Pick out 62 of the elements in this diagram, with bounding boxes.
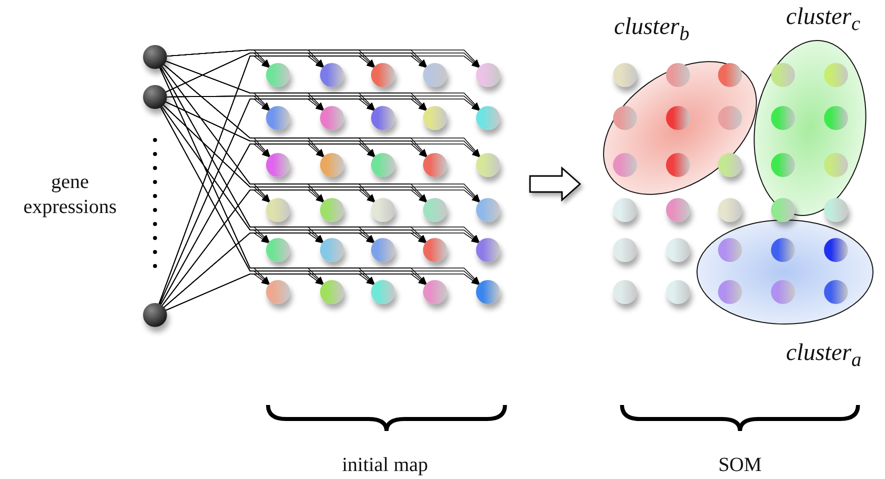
som-neuron bbox=[613, 280, 637, 304]
arrow bbox=[166, 102, 480, 157]
som-neuron bbox=[666, 198, 690, 222]
arrow bbox=[166, 60, 480, 110]
arrow bbox=[162, 106, 480, 243]
map-neuron bbox=[423, 106, 447, 130]
map-neuron bbox=[476, 198, 500, 222]
map-neuron bbox=[371, 238, 395, 262]
arrow bbox=[166, 274, 479, 311]
arrow bbox=[164, 64, 480, 156]
map-neuron bbox=[423, 238, 447, 262]
som-neuron bbox=[824, 198, 848, 222]
cluster-label: cluster$_{a}$ bbox=[786, 340, 862, 372]
map-neuron bbox=[476, 63, 500, 87]
map-neuron bbox=[266, 106, 290, 130]
som-neuron bbox=[718, 153, 742, 177]
arrow bbox=[166, 96, 480, 110]
map-neuron bbox=[320, 238, 344, 262]
map-neuron bbox=[320, 198, 344, 222]
som-neuron bbox=[613, 238, 637, 262]
map-neuron bbox=[371, 153, 395, 177]
map-neuron bbox=[476, 238, 500, 262]
som-neuron bbox=[613, 63, 637, 87]
som-neuron bbox=[666, 238, 690, 262]
som-neuron bbox=[613, 198, 637, 222]
arrow bbox=[164, 232, 479, 308]
map-neuron bbox=[371, 198, 395, 222]
caption-text: SOM bbox=[717, 453, 763, 478]
map-neuron bbox=[371, 63, 395, 87]
map-neuron bbox=[320, 280, 344, 304]
arrow bbox=[166, 52, 480, 92]
map-neuron bbox=[371, 106, 395, 130]
map-neuron bbox=[476, 280, 500, 304]
map-neuron bbox=[266, 63, 290, 87]
map-neuron bbox=[423, 198, 447, 222]
map-neuron bbox=[266, 238, 290, 262]
map-neuron bbox=[320, 63, 344, 87]
map-neuron bbox=[266, 280, 290, 304]
cluster-label: cluster$_{c}$ bbox=[786, 4, 860, 36]
input-neuron bbox=[143, 85, 167, 109]
cluster-label: cluster$_{b}$ bbox=[614, 14, 690, 46]
map-neuron bbox=[266, 153, 290, 177]
arrow bbox=[160, 144, 480, 305]
map-neuron bbox=[423, 280, 447, 304]
arrow bbox=[163, 104, 480, 202]
map-neuron bbox=[371, 280, 395, 304]
input-neuron bbox=[143, 303, 167, 327]
som-neuron bbox=[718, 198, 742, 222]
map-neuron bbox=[476, 153, 500, 177]
caption-text: gene expressions bbox=[22, 170, 118, 220]
map-neuron bbox=[423, 63, 447, 87]
arrow bbox=[162, 66, 480, 202]
arrow bbox=[160, 67, 480, 242]
input-neuron bbox=[143, 45, 167, 69]
map-neuron bbox=[320, 153, 344, 177]
arrow bbox=[162, 190, 480, 306]
map-neuron bbox=[266, 198, 290, 222]
caption-text: initial map bbox=[340, 453, 430, 478]
map-neuron bbox=[423, 153, 447, 177]
map-neuron bbox=[320, 106, 344, 130]
som-neuron bbox=[666, 280, 690, 304]
map-neuron bbox=[476, 106, 500, 130]
